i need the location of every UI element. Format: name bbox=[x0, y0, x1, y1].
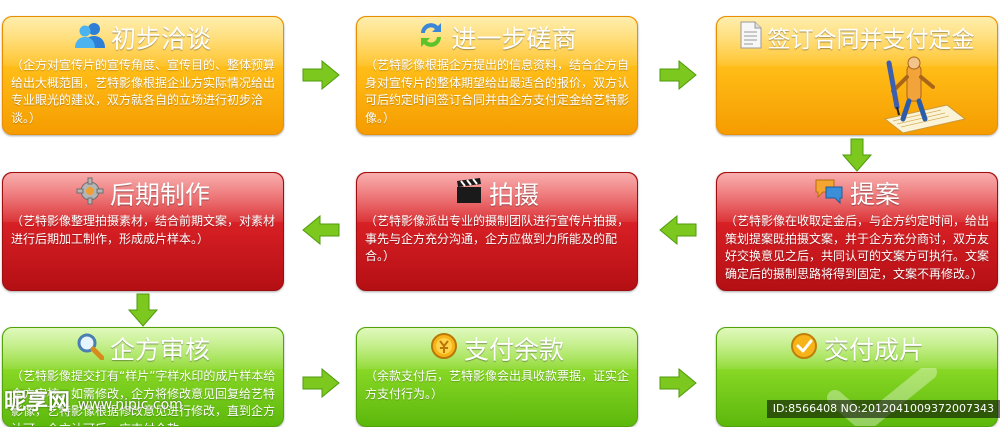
step-description: （艺特影像在收取定金后，与企方约定时间，给出策划提案既拍摄文案，并于企方充分商讨… bbox=[725, 214, 990, 281]
step-title: 拍摄 bbox=[357, 177, 637, 214]
step-title: 签订合同并支付定金 bbox=[717, 21, 997, 59]
step-box-further-negotiation: 进一步磋商 （艺特影像根据企方提出的信息资料，结合企方自身对宣传片的整体期望给出… bbox=[356, 16, 638, 135]
watermark-logo: 昵享网 www.nipic.com bbox=[4, 384, 183, 416]
step-title-label: 后期制作 bbox=[109, 180, 210, 210]
step-title: 提案 bbox=[717, 177, 997, 213]
arrow-left-icon bbox=[302, 214, 340, 249]
step-title-label: 进一步磋商 bbox=[451, 24, 577, 54]
step-box-filming: 拍摄 （艺特影像派出专业的摄制团队进行宣传片拍摄，事先与企方充分沟通，企方应做到… bbox=[356, 172, 638, 291]
box-gloss bbox=[3, 328, 283, 370]
watermark-url: www.nipic.com bbox=[77, 397, 183, 413]
step-title: 支付余款 bbox=[357, 332, 637, 369]
step-box-proposal: 提案 （艺特影像在收取定金后，与企方约定时间，给出策划提案既拍摄文案，并于企方充… bbox=[716, 172, 998, 291]
arrow-down-icon bbox=[127, 293, 159, 331]
arrow-right-icon bbox=[302, 59, 340, 94]
arrow-right-icon bbox=[659, 367, 697, 402]
step-title: 交付成片 bbox=[717, 332, 997, 369]
large-check-decoration bbox=[827, 364, 937, 426]
step-description: （艺特影像根据企方提出的信息资料，结合企方自身对宣传片的整体期望给出最适合的报价… bbox=[365, 58, 630, 125]
box-gloss bbox=[717, 328, 997, 370]
magnifier-icon bbox=[76, 332, 105, 369]
gear-icon bbox=[76, 177, 104, 214]
step-box-client-review: 企方审核 （艺特影像提交打有“样片”字样水印的成片样本给企方审核，如需修改，企方… bbox=[2, 327, 284, 427]
users-icon bbox=[74, 21, 105, 58]
box-gloss bbox=[3, 17, 283, 67]
box-gloss bbox=[717, 173, 997, 223]
arrow-right-icon bbox=[659, 59, 697, 94]
step-description: （艺特影像提交打有“样片”字样水印的成片样本给企方审核，如需修改，企方将修改意见… bbox=[11, 369, 276, 426]
step-box-pay-balance: 支付余款 （余款支付后，艺特影像会出具收款票据，证实企方支付行为。） bbox=[356, 327, 638, 427]
watermark-logo-text: 昵享网 bbox=[4, 390, 71, 415]
step-title: 进一步磋商 bbox=[357, 21, 637, 58]
document-icon bbox=[740, 21, 762, 59]
step-title-label: 企方审核 bbox=[109, 335, 210, 365]
box-gloss bbox=[717, 17, 997, 67]
step-box-post-production: 后期制作 （艺特影像整理拍摄素材，结合前期文案，对素材进行后期加工制作，形成成片… bbox=[2, 172, 284, 291]
watermark-id: ID:8566408 NO:20120410093720073​43 bbox=[766, 400, 1000, 418]
arrow-right-icon bbox=[302, 367, 340, 402]
box-gloss bbox=[357, 17, 637, 67]
box-gloss bbox=[357, 173, 637, 223]
step-title: 后期制作 bbox=[3, 177, 283, 214]
chat-bubbles-icon bbox=[814, 178, 844, 213]
clapperboard-icon bbox=[455, 177, 483, 214]
step-title: 初步洽谈 bbox=[3, 21, 283, 58]
step-description: （艺特影像整理拍摄素材，结合前期文案，对素材进行后期加工制作，形成成片样本。） bbox=[11, 214, 276, 246]
contract-signing-illustration bbox=[867, 55, 967, 134]
step-title-label: 支付余款 bbox=[463, 335, 564, 365]
step-box-sign-contract: 签订合同并支付定金 bbox=[716, 16, 998, 135]
sync-arrows-icon bbox=[417, 21, 445, 58]
step-description: （艺特影像派出专业的摄制团队进行宣传片拍摄，事先与企方充分沟通，企方应做到力所能… bbox=[365, 214, 630, 263]
arrow-left-icon bbox=[659, 214, 697, 249]
step-title: 企方审核 bbox=[3, 332, 283, 369]
step-description: （余款支付后，艺特影像会出具收款票据，证实企方支付行为。） bbox=[365, 369, 630, 401]
step-box-initial-talk: 初步洽谈 （企方对宣传片的宣传角度、宣传目的、整体预算给出大概范围，艺特影像根据… bbox=[2, 16, 284, 135]
step-title-label: 拍摄 bbox=[488, 180, 539, 210]
step-title-label: 签订合同并支付定金 bbox=[767, 27, 975, 53]
checkmark-icon bbox=[790, 332, 818, 369]
step-title-label: 初步洽谈 bbox=[110, 24, 211, 54]
step-title-label: 交付成片 bbox=[823, 335, 924, 365]
box-gloss bbox=[357, 328, 637, 370]
step-description: （企方对宣传片的宣传角度、宣传目的、整体预算给出大概范围，艺特影像根据企业方实际… bbox=[11, 58, 276, 125]
coin-icon bbox=[430, 332, 458, 369]
box-gloss bbox=[3, 173, 283, 223]
step-title-label: 提案 bbox=[849, 180, 900, 209]
arrow-down-icon bbox=[841, 138, 873, 176]
